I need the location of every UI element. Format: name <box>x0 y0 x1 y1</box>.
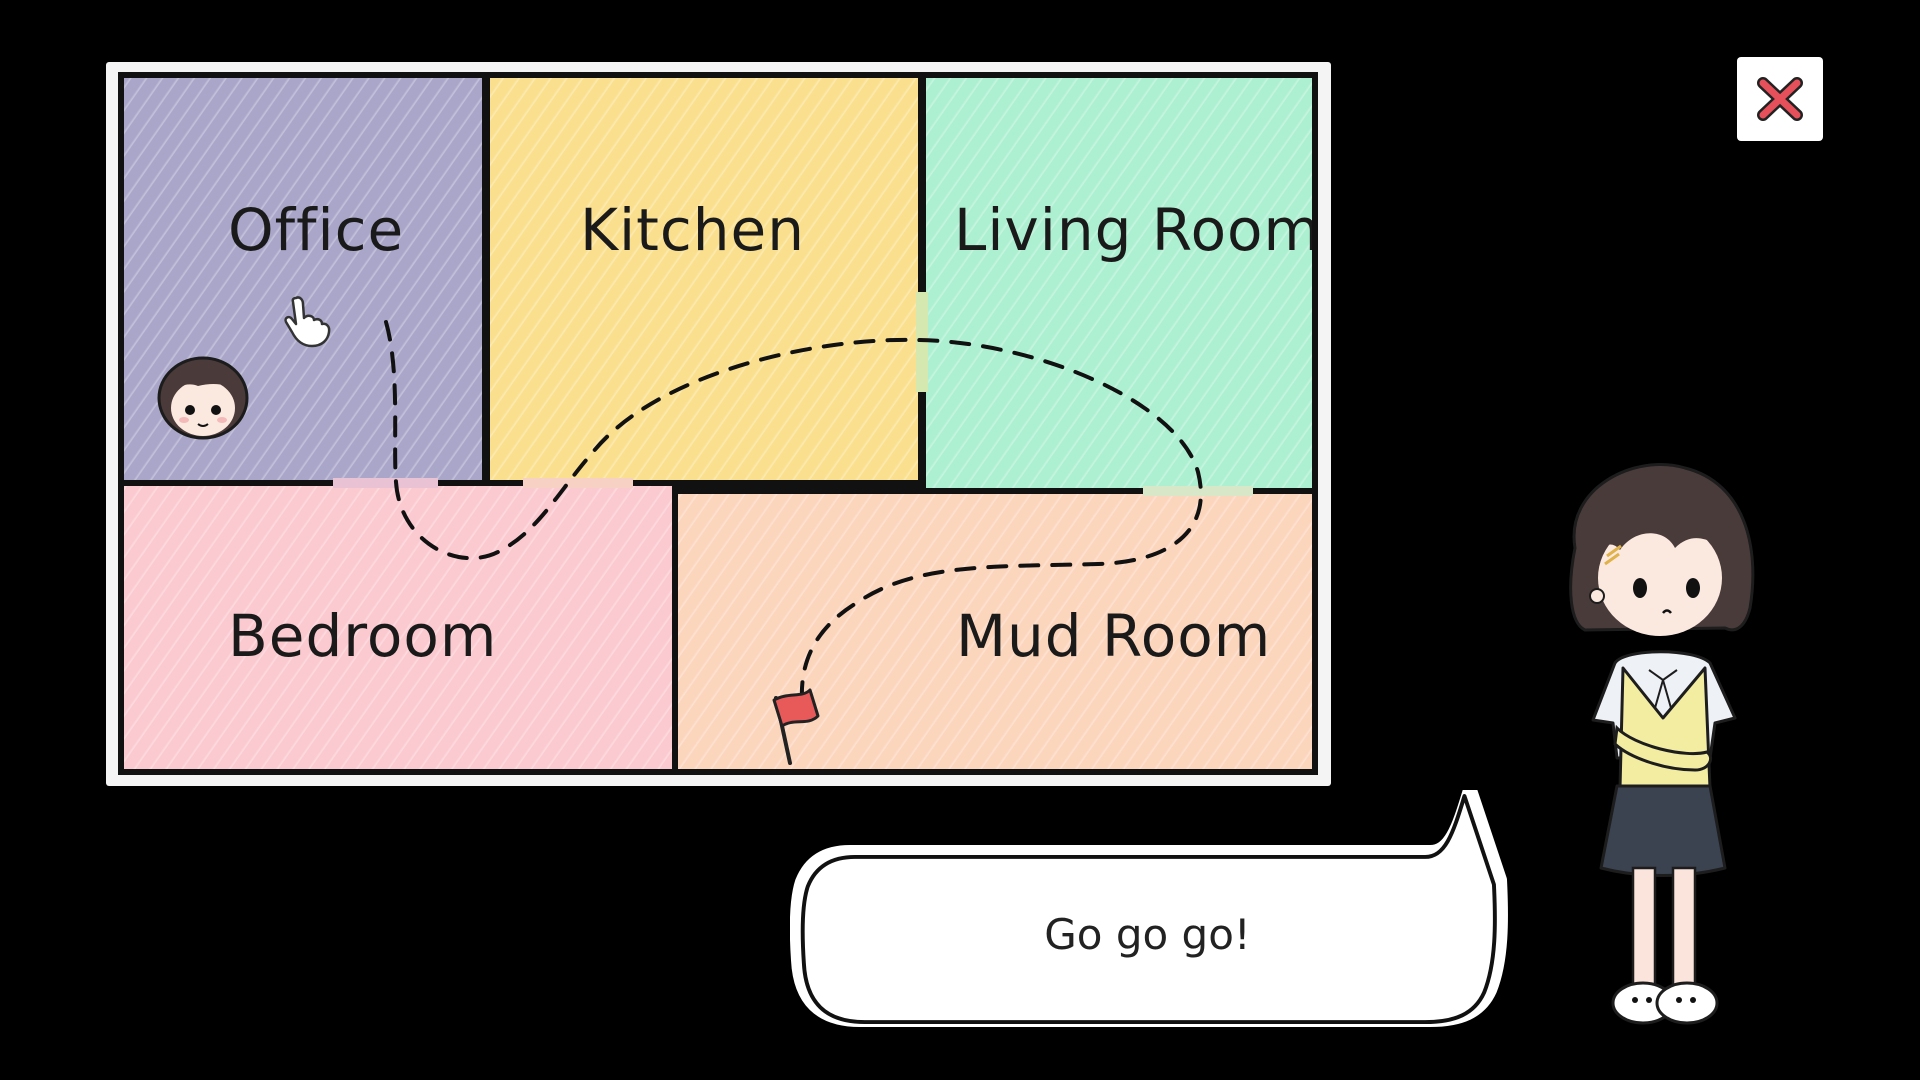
doorway-kitchen-bedroom <box>523 478 633 488</box>
doorway-office-bedroom <box>333 478 438 488</box>
room-label-mud-room: Mud Room <box>956 602 1272 670</box>
player-head-icon[interactable] <box>148 342 258 452</box>
room-label-bedroom: Bedroom <box>228 602 498 670</box>
dialogue-text: Go go go! <box>1044 910 1251 959</box>
room-label-office: Office <box>228 196 405 264</box>
room-kitchen[interactable]: Kitchen <box>490 78 918 480</box>
floor-map-canvas: Office Kitchen Living Room Bedroom Mud R… <box>118 72 1318 775</box>
room-bedroom[interactable]: Bedroom <box>124 486 672 769</box>
floor-map: Office Kitchen Living Room Bedroom Mud R… <box>106 62 1331 786</box>
room-living-room[interactable]: Living Room <box>926 78 1312 488</box>
character-sprite <box>1569 463 1755 1025</box>
doorway-kitchen-living <box>916 292 928 392</box>
room-label-living-room: Living Room <box>954 196 1312 264</box>
close-button[interactable] <box>1737 57 1823 141</box>
speech-bubble: Go go go! <box>789 783 1510 1030</box>
room-label-kitchen: Kitchen <box>580 196 805 264</box>
flag-icon <box>772 688 820 765</box>
speech-bubble-shape <box>789 783 1508 1027</box>
doorway-living-mud <box>1143 486 1253 496</box>
pointer-hand-icon <box>284 296 331 348</box>
close-icon <box>1757 77 1803 121</box>
